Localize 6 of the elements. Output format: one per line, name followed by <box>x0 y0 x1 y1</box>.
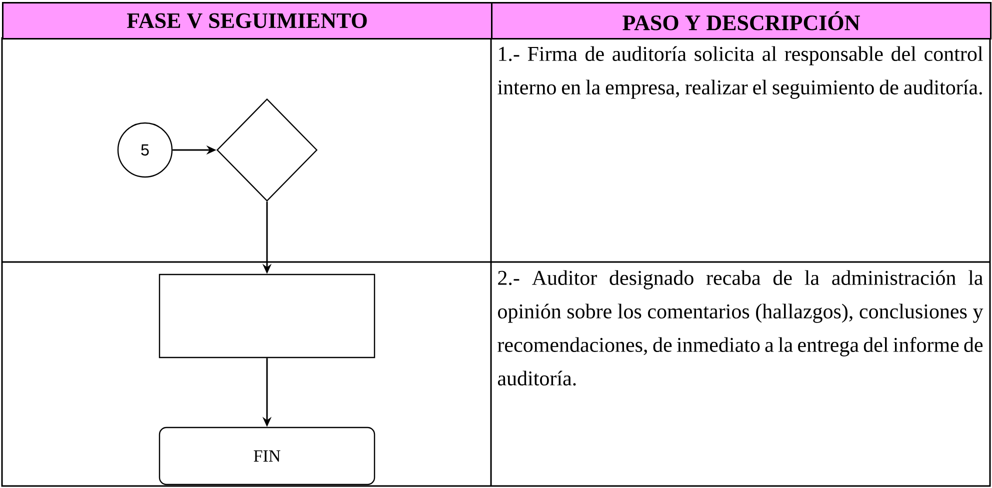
header-cell: PASO Y DESCRIPCIÓN <box>491 2 992 40</box>
description-text: 2.- Auditor designado recaba de la administración la opinión sobre los comentarios (hallazgos), conclusiones y recomendaciones, de inmediato a la entrega del informe de auditoría. <box>498 270 984 386</box>
terminal-box: FIN <box>158 426 376 486</box>
process-box <box>158 274 376 358</box>
header-cell: FASE V SEGUIMIENTO <box>2 2 492 40</box>
description-text: 1.- Firma de auditoría solicita al responsable del control interno en la empresa, realizar el seguimiento de auditoría. <box>498 46 983 99</box>
